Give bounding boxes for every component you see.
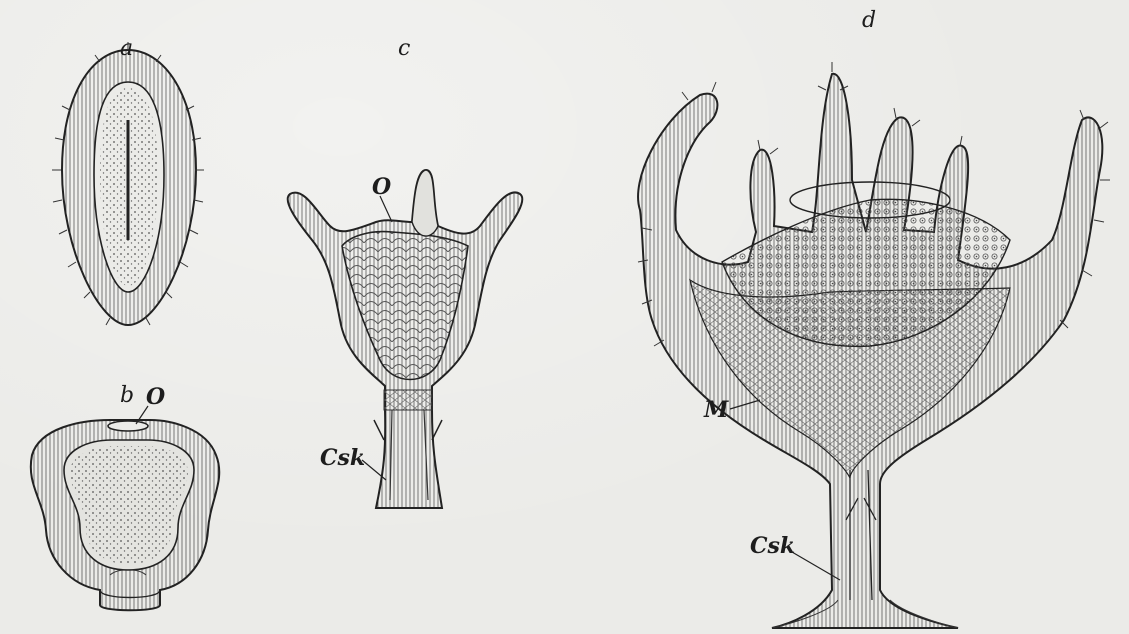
leader-d-m xyxy=(730,400,760,409)
leader-c-csk xyxy=(362,460,386,480)
leader-c-o xyxy=(380,196,392,222)
leader-d-csk xyxy=(792,552,840,580)
leader-b-o xyxy=(136,406,148,424)
